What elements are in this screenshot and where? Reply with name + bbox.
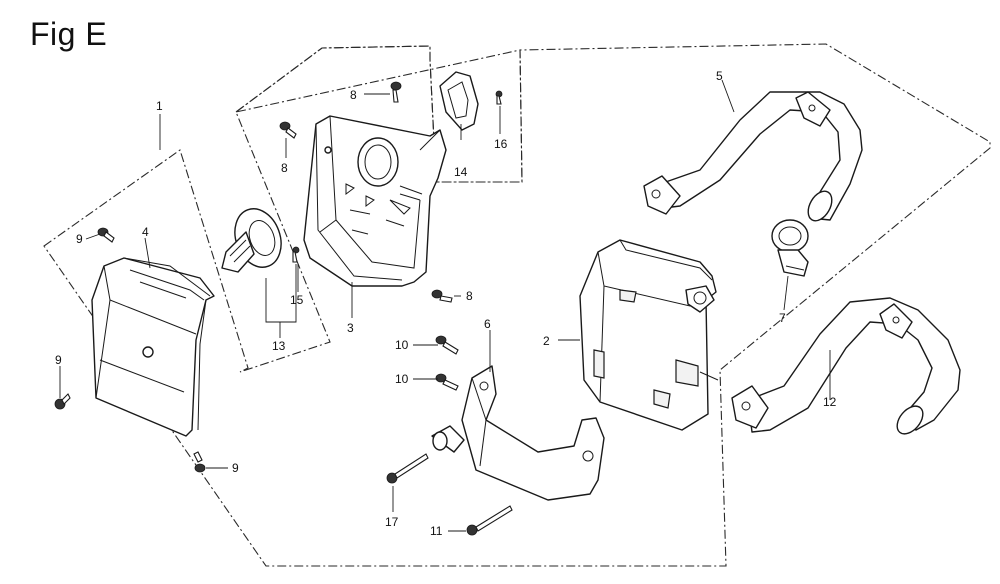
callout-9-upper: 9 (76, 232, 83, 246)
screw-16 (495, 90, 503, 105)
gasket (439, 71, 479, 131)
flange-bolt-8-right (431, 289, 453, 303)
callout-1: 1 (156, 99, 163, 113)
callout-8-top: 8 (350, 88, 357, 102)
callout-8-left: 8 (281, 161, 288, 175)
callout-15: 15 (290, 293, 304, 307)
callout-4: 4 (142, 225, 149, 239)
callout-16: 16 (494, 137, 508, 151)
flange-bolt-10-upper (435, 335, 459, 355)
flange-bolt-9-lower (193, 451, 206, 473)
callout-5: 5 (716, 69, 723, 83)
callout-12: 12 (823, 395, 837, 409)
callout-3: 3 (347, 321, 354, 335)
leader-lines (59, 79, 831, 532)
breather-tube (221, 208, 282, 273)
muffler (579, 239, 719, 431)
stud-bolt-17 (386, 453, 429, 484)
callout-7: 7 (779, 311, 786, 325)
air-cleaner-case (303, 115, 447, 287)
outer-assembly-border (43, 43, 991, 567)
pipe-clamp (771, 219, 809, 277)
callout-11: 11 (430, 524, 443, 538)
flange-bolt-8-left (279, 121, 297, 139)
flange-bolt-9-side (54, 393, 71, 410)
callout-6: 6 (484, 317, 491, 331)
muffler-stay (431, 365, 605, 501)
flange-bolt-8-top (390, 81, 402, 103)
callout-9-side: 9 (55, 353, 62, 367)
callout-8-right: 8 (466, 289, 473, 303)
callout-17: 17 (385, 515, 399, 529)
callout-13: 13 (272, 339, 286, 353)
callout-2: 2 (543, 334, 550, 348)
exhaust-pipe-lower (731, 297, 961, 435)
flange-bolt-9-upper (97, 227, 115, 243)
callout-10-upper: 10 (395, 338, 409, 352)
callout-10-lower: 10 (395, 372, 409, 386)
flange-bolt-10-lower (435, 373, 459, 391)
exhaust-pipe-upper (643, 91, 863, 222)
flange-bolt-11 (466, 505, 513, 536)
screw-15 (292, 246, 300, 263)
callout-9-lower: 9 (232, 461, 239, 475)
figure-title: Fig E (30, 16, 108, 52)
callout-labels: 1 2 3 4 5 6 7 8 8 8 9 9 9 10 10 11 12 13… (55, 69, 837, 538)
air-cleaner-subassembly-border (235, 45, 523, 183)
air-cleaner-cover (91, 257, 215, 437)
callout-14: 14 (454, 165, 468, 179)
